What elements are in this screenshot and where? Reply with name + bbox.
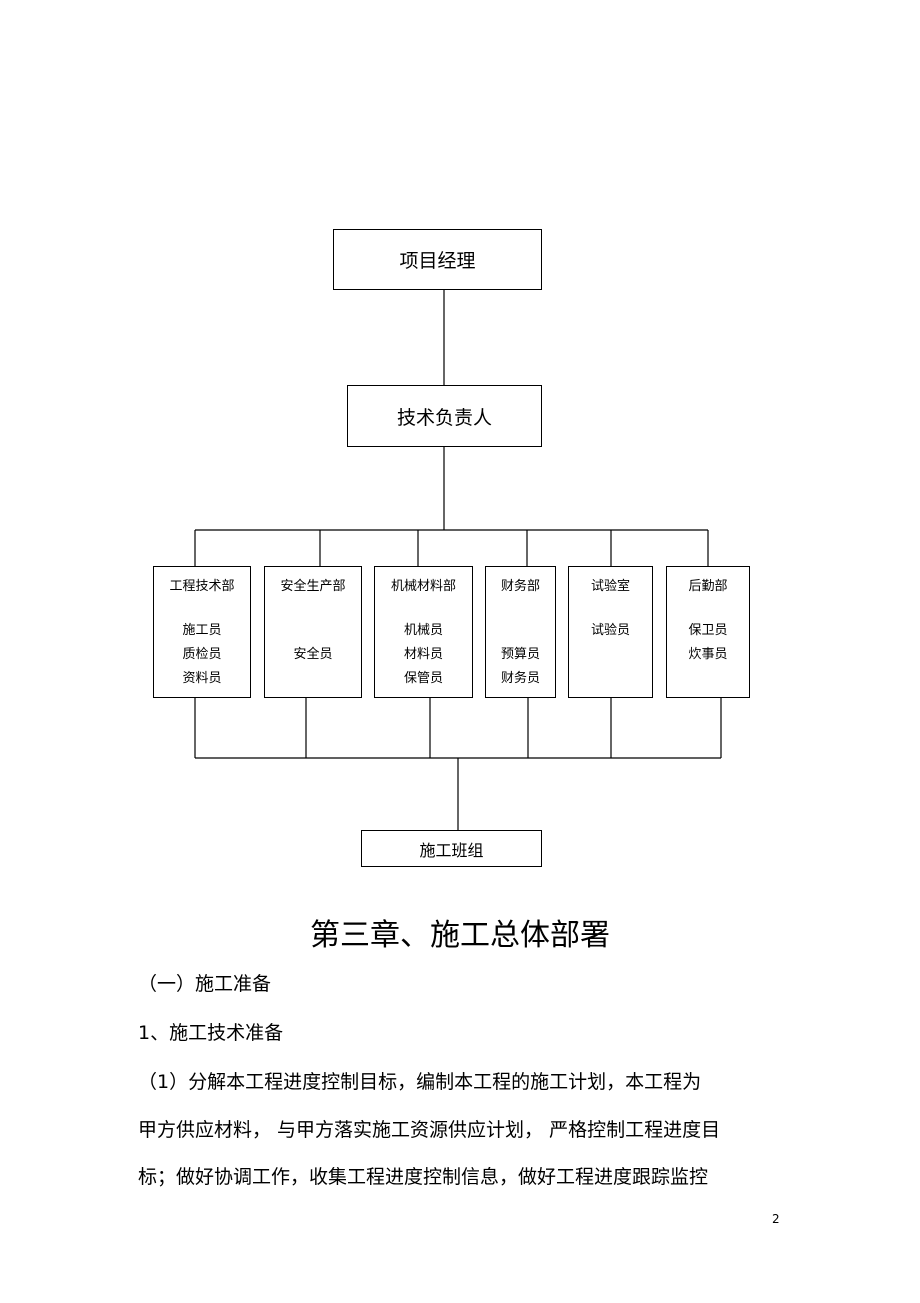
paragraph-line: （1）分解本工程进度控制目标，编制本工程的施工计划，本工程为 [138, 1071, 702, 1093]
dept-staff: 预算员 [500, 647, 540, 662]
paragraph-line: 标；做好协调工作，收集工程进度控制信息，做好工程进度跟踪监控 [138, 1166, 709, 1188]
section-heading: （一）施工准备 [138, 973, 272, 995]
dept-box-engineering: 工程技术部 施工员 质检员 资料员 [153, 566, 251, 698]
dept-staff: 保卫员 [688, 623, 728, 638]
chapter-title: 第三章、施工总体部署 [310, 918, 610, 953]
dept-staff: 资料员 [182, 671, 222, 686]
org-box-project-manager: 项目经理 [333, 229, 542, 290]
dept-name: 工程技术部 [169, 579, 235, 594]
dept-staff: 保管员 [403, 671, 443, 686]
dept-name: 试验室 [590, 579, 630, 594]
dept-box-lab: 试验室 试验员 [568, 566, 653, 698]
org-box-label: 技术负责人 [396, 406, 492, 429]
dept-staff: 炊事员 [688, 647, 728, 662]
org-box-technical-lead: 技术负责人 [347, 385, 542, 447]
dept-box-machinery-materials: 机械材料部 机械员 材料员 保管员 [374, 566, 473, 698]
org-box-label: 施工班组 [419, 840, 484, 860]
org-box-construction-crew: 施工班组 [361, 830, 542, 867]
page-number: 2 [772, 1212, 780, 1226]
dept-name: 财务部 [500, 579, 540, 594]
org-box-label: 项目经理 [399, 250, 476, 272]
dept-name: 机械材料部 [390, 579, 456, 594]
dept-name: 安全生产部 [280, 579, 346, 594]
dept-box-logistics: 后勤部 保卫员 炊事员 [666, 566, 750, 698]
subsection-heading: 1、施工技术准备 [138, 1022, 284, 1044]
dept-name: 后勤部 [688, 579, 728, 594]
dept-staff: 材料员 [403, 647, 443, 662]
dept-staff: 财务员 [500, 671, 540, 686]
paragraph-line: 甲方供应材料， 与甲方落实施工资源供应计划， 严格控制工程进度目 [138, 1119, 721, 1141]
dept-box-finance: 财务部 预算员 财务员 [485, 566, 556, 698]
dept-staff: 机械员 [403, 623, 443, 638]
dept-staff: 安全员 [293, 647, 333, 662]
dept-staff: 质检员 [182, 647, 222, 662]
dept-staff: 试验员 [590, 623, 630, 638]
dept-staff: 施工员 [182, 623, 222, 638]
dept-box-safety: 安全生产部 安全员 [264, 566, 362, 698]
